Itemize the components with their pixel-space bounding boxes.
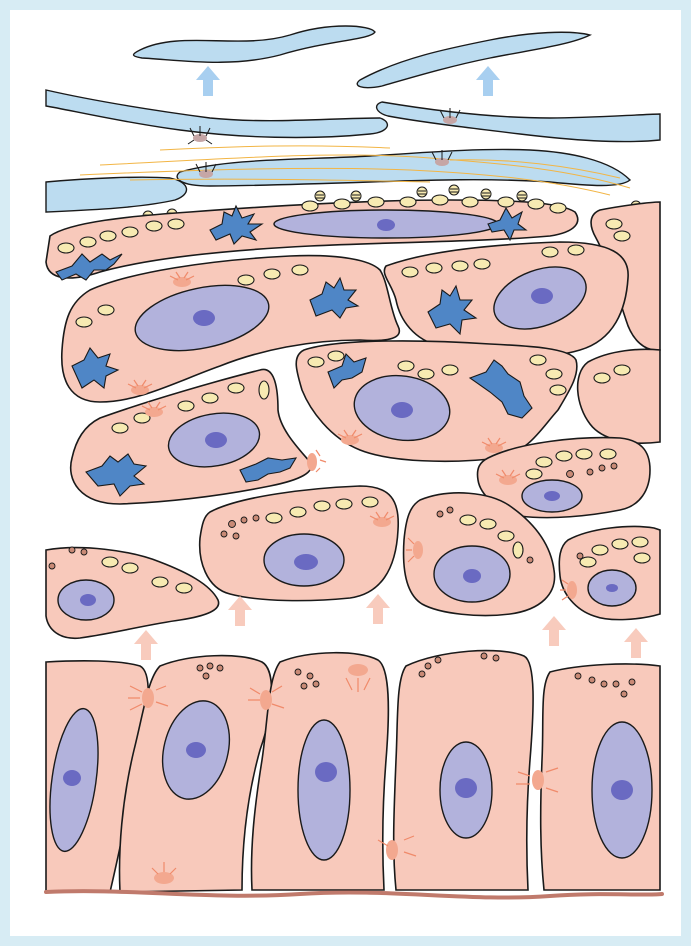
- upward-arrow: [542, 616, 566, 646]
- corneocyte: [357, 32, 590, 87]
- stratum-basale: [42, 651, 662, 898]
- corneocyte: [134, 26, 376, 62]
- nucleolus: [294, 554, 318, 570]
- nucleolus: [455, 778, 477, 798]
- upward-arrow: [366, 594, 390, 624]
- basement-membrane: [46, 891, 662, 897]
- keratin-fiber: [160, 146, 390, 150]
- corneocyte: [46, 90, 387, 137]
- nucleolus: [391, 402, 413, 418]
- stratum-corneum: [46, 26, 660, 212]
- upward-arrow: [476, 66, 500, 96]
- lamellar-body: [449, 185, 459, 195]
- nucleolus: [315, 762, 337, 782]
- lamellar-body: [481, 189, 491, 199]
- nucleolus: [186, 742, 206, 758]
- nucleolus: [63, 770, 81, 786]
- nucleus: [298, 720, 350, 860]
- nucleolus: [611, 780, 633, 800]
- lamellar-body: [315, 191, 325, 201]
- nucleolus: [544, 491, 560, 501]
- upward-arrow: [228, 596, 252, 626]
- corneocyte: [377, 102, 660, 142]
- nucleolus: [193, 310, 215, 326]
- upward-arrow: [196, 66, 220, 96]
- lamellar-body: [517, 191, 527, 201]
- nucleolus: [606, 584, 618, 592]
- upward-arrow: [624, 628, 648, 658]
- lamellar-body: [351, 191, 361, 201]
- keratin-granules-dark: [577, 553, 583, 559]
- nucleolus: [80, 594, 96, 606]
- desmosome: [307, 450, 326, 472]
- nucleolus: [463, 569, 481, 583]
- corneocyte: [46, 177, 186, 212]
- upward-arrow: [134, 630, 158, 660]
- nucleolus: [205, 432, 227, 448]
- figure-panel: [10, 10, 681, 936]
- nucleolus: [377, 219, 395, 231]
- granular-cell: [578, 349, 660, 443]
- nucleolus: [531, 288, 553, 304]
- lamellar-body: [417, 187, 427, 197]
- corneocyte: [177, 149, 630, 186]
- epidermis-diagram: [10, 10, 681, 936]
